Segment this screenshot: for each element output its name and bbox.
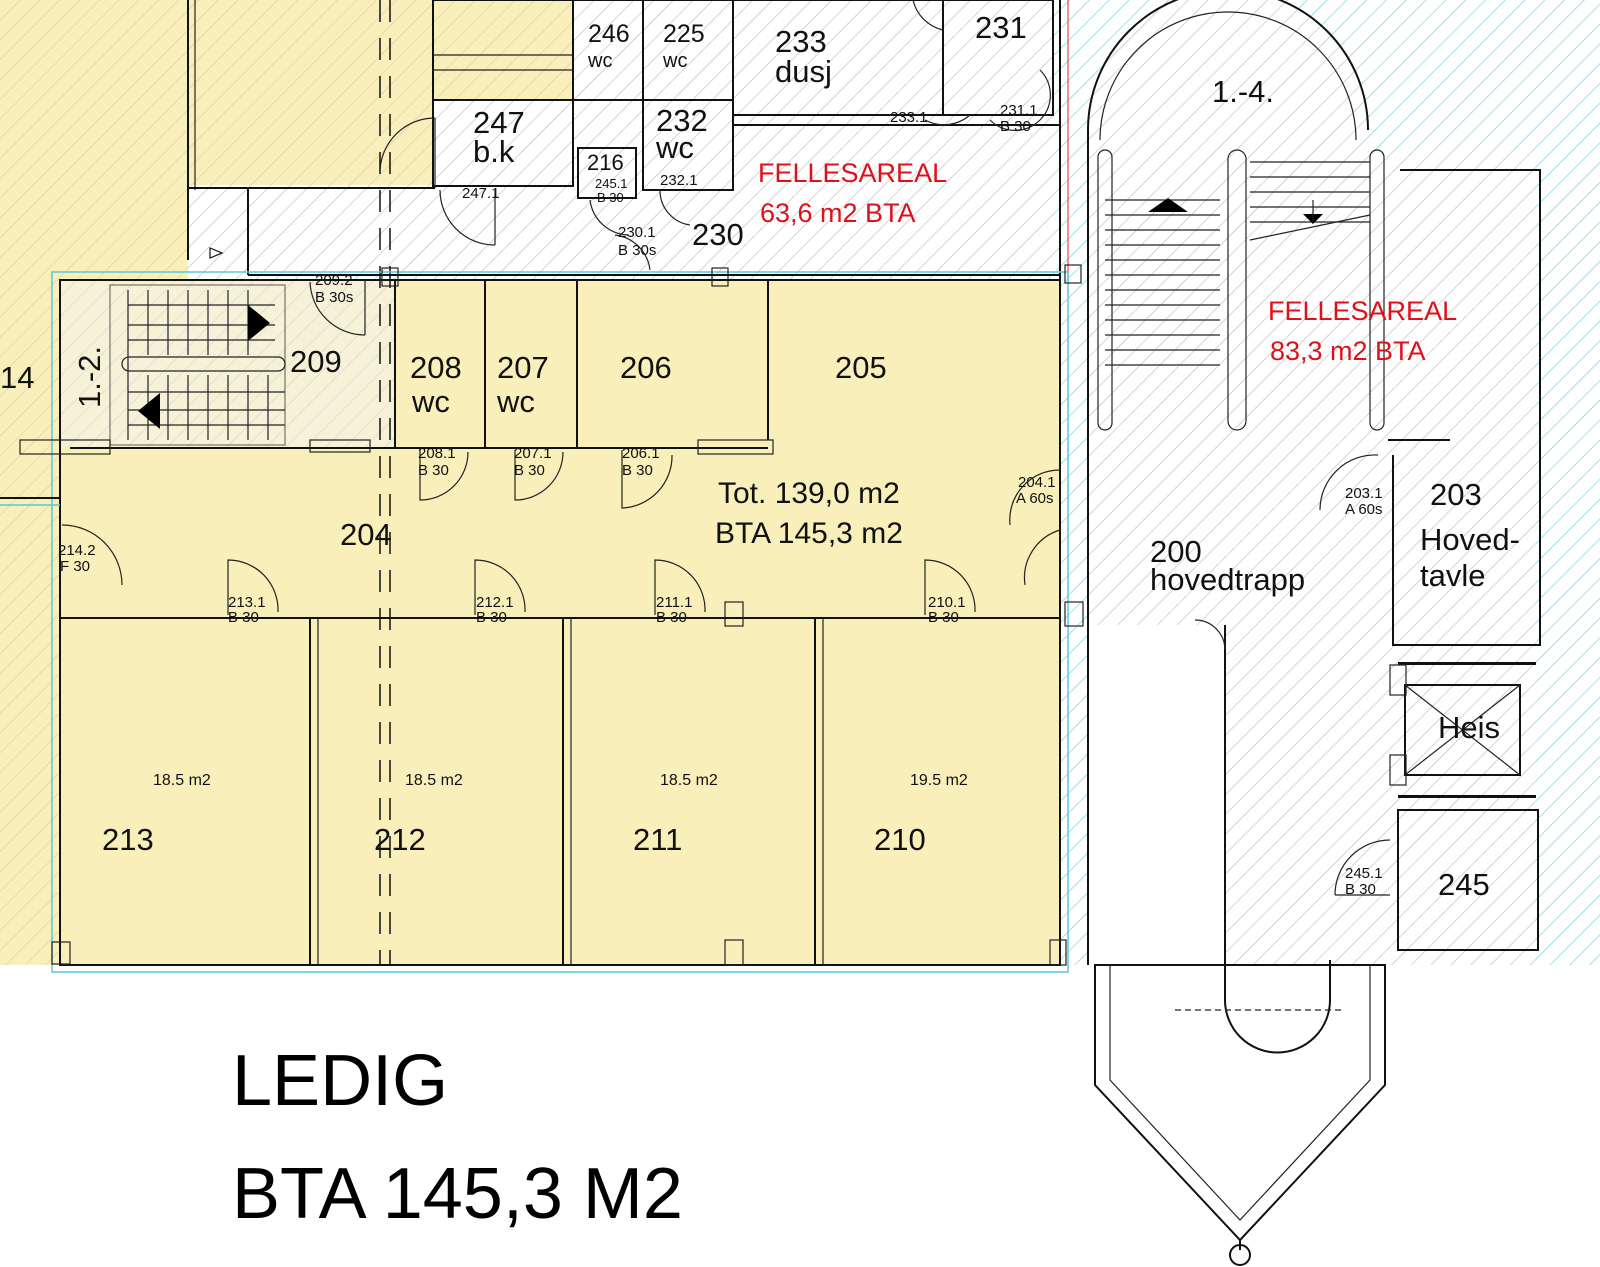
room-212-label: 212 [374, 822, 426, 857]
door-206-1: 206.1 [622, 445, 660, 462]
room-216-label: 216 [587, 150, 624, 175]
room-208-label: 208 [410, 350, 462, 385]
door-203-1-class: A 60s [1345, 501, 1383, 518]
footer: LEDIG BTA 145,3 M2 [232, 1041, 683, 1234]
room-204-label: 204 [340, 517, 392, 552]
door-231-1: 231.1 [1000, 102, 1038, 119]
room-200-label: 200 [1150, 534, 1202, 569]
door-245-1a-class: B 30 [597, 190, 624, 205]
door-212-1: 212.1 [476, 594, 514, 611]
door-247-1: 247.1 [462, 185, 500, 202]
room-208-type: wc [411, 384, 450, 419]
main-room-labels: 209 208 wc 207 wc 206 205 204 213 212 21… [102, 344, 1520, 902]
upper-common-area: 63,6 m2 BTA [760, 198, 916, 228]
room-247-type: b.k [473, 134, 515, 169]
area-213: 18.5 m2 [153, 772, 211, 789]
door-207-1: 207.1 [514, 445, 552, 462]
door-207-1-class: B 30 [514, 462, 545, 479]
room-232-label: 232 [656, 103, 708, 138]
room-246-type: wc [587, 50, 612, 72]
door-labels: 233.1 231.1 B 30 245.1 B 30 232.1 247.1 … [58, 102, 1383, 898]
room-230-label: 230 [692, 217, 744, 252]
room-203-label: 203 [1430, 477, 1482, 512]
door-211-1-class: B 30 [656, 609, 687, 626]
door-204-1-class: A 60s [1016, 490, 1054, 507]
door-231-1-class: B 30 [1000, 118, 1031, 135]
door-208-1-class: B 30 [418, 462, 449, 479]
door-210-1: 210.1 [928, 594, 966, 611]
room-231-label: 231 [975, 10, 1027, 45]
room-203-type1: Hoved- [1420, 522, 1520, 557]
right-common-area: 83,3 m2 BTA [1270, 336, 1426, 366]
door-208-1: 208.1 [418, 445, 456, 462]
right-common-title: FELLESAREAL [1268, 296, 1457, 326]
room-225-type: wc [662, 50, 687, 72]
room-211-label: 211 [633, 822, 682, 857]
door-214-2: 214.2 [58, 542, 96, 559]
door-213-1-class: B 30 [228, 609, 259, 626]
door-203-1: 203.1 [1345, 485, 1383, 502]
room-207-label: 207 [497, 350, 549, 385]
area-labels: 18.5 m2 18.5 m2 18.5 m2 19.5 m2 Tot. 139… [153, 477, 968, 789]
common-area-labels: FELLESAREAL 63,6 m2 BTA FELLESAREAL 83,3… [758, 158, 1457, 366]
room-247-label: 247 [473, 105, 525, 140]
rental-unit [60, 280, 1060, 965]
footer-bta: BTA 145,3 M2 [232, 1154, 683, 1234]
door-245-1a: 245.1 [595, 176, 628, 191]
total-bta: BTA 145,3 m2 [715, 517, 903, 550]
room-213-label: 213 [102, 822, 154, 857]
room-233-label: 233 [775, 24, 827, 59]
door-233-1: 233.1 [890, 109, 928, 126]
area-211: 18.5 m2 [660, 772, 718, 789]
door-245-1-class: B 30 [1345, 881, 1376, 898]
room-246-label: 246 [588, 20, 630, 48]
area-212: 18.5 m2 [405, 772, 463, 789]
room-233-type: dusj [775, 54, 832, 89]
main-walls [0, 264, 1391, 973]
door-214-2-class: F 30 [60, 558, 90, 575]
door-209-2: 209.2 [315, 272, 353, 289]
room-203-type2: tavle [1420, 558, 1485, 593]
availability-status: LEDIG [232, 1041, 448, 1121]
elevator-label: Heis [1438, 710, 1500, 745]
door-213-1: 213.1 [228, 594, 266, 611]
upper-walls [187, 0, 1069, 965]
room-200-type: hovedtrapp [1150, 562, 1305, 597]
door-212-1-class: B 30 [476, 609, 507, 626]
room-245-label: 245 [1438, 867, 1490, 902]
room-206-label: 206 [620, 350, 672, 385]
room-210-label: 210 [874, 822, 926, 857]
door-245-1: 245.1 [1345, 865, 1383, 882]
door-232-1: 232.1 [660, 172, 698, 189]
door-230-1-class: B 30s [618, 242, 656, 259]
room-205-label: 205 [835, 350, 887, 385]
stair-left-label: 1.-2. [72, 346, 107, 408]
room-209-label: 209 [290, 344, 342, 379]
room-225-label: 225 [663, 20, 705, 48]
door-206-1-class: B 30 [622, 462, 653, 479]
door-230-1: 230.1 [618, 224, 656, 241]
stair-right-label: 1.-4. [1212, 74, 1274, 109]
door-204-1: 204.1 [1018, 474, 1056, 491]
room-207-type: wc [496, 384, 535, 419]
upper-common-title: FELLESAREAL [758, 158, 947, 188]
total-area: Tot. 139,0 m2 [718, 477, 900, 510]
room-232-type: wc [655, 130, 694, 165]
door-210-1-class: B 30 [928, 609, 959, 626]
top-room-labels: 246 wc 225 wc 233 dusj 231 247 b.k 232 w… [0, 10, 1274, 408]
door-211-1: 211.1 [656, 594, 692, 611]
staircase-core [1087, 0, 1541, 1266]
area-210: 19.5 m2 [910, 772, 968, 789]
door-209-2-class: B 30s [315, 289, 353, 306]
room-14-label: 14 [0, 360, 34, 395]
